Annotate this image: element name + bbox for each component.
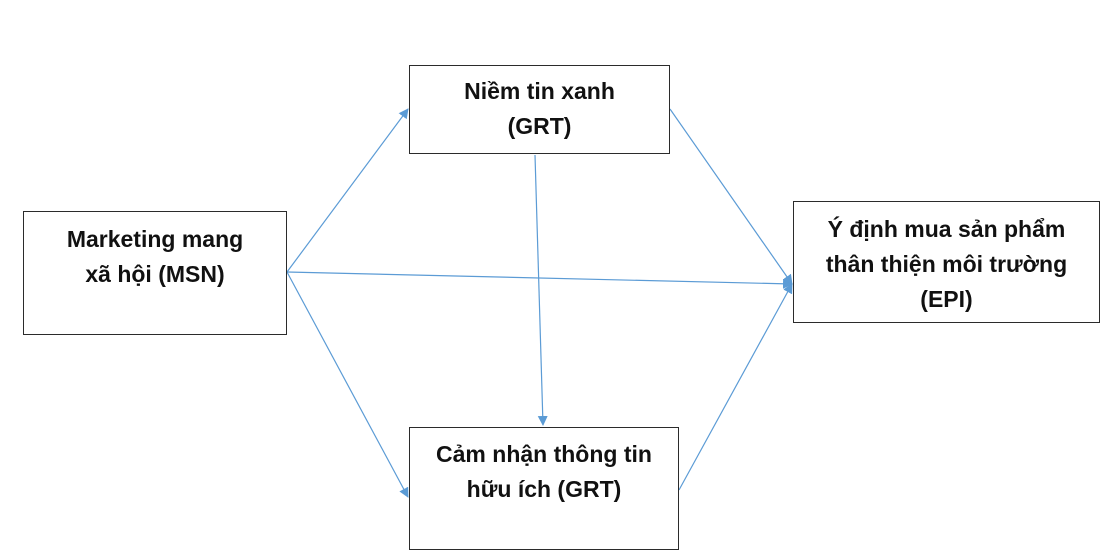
arrow-msn-to-epi: [286, 271, 793, 289]
node-grt-bottom-line1: Cảm nhận thông tin: [436, 441, 652, 467]
node-grt-bottom-line2: hữu ích (GRT): [466, 476, 622, 502]
arrow-grt-top-to-epi: [669, 108, 793, 285]
node-grt-top-line2: (GRT): [507, 113, 572, 139]
node-epi-line2: thân thiện môi trường: [825, 251, 1068, 277]
node-grt-top-line1: Niềm tin xanh: [464, 78, 615, 104]
arrow-msn-to-grt-bottom: [286, 271, 409, 498]
node-social-media-marketing: Marketing mang xã hội (MSN): [23, 211, 287, 335]
node-msn-line1: Marketing mang: [66, 226, 244, 252]
arrow-grt-top-to-grt-bottom: [534, 154, 548, 426]
arrow-grt-bottom-to-epi: [678, 283, 793, 491]
node-epi-line3: (EPI): [920, 286, 973, 312]
node-perceived-information-usefulness: Cảm nhận thông tin hữu ích (GRT): [409, 427, 679, 550]
node-epi-line1: Ý định mua sản phẩm: [827, 216, 1066, 242]
node-eco-purchase-intention: Ý định mua sản phẩm thân thiện môi trườn…: [793, 201, 1100, 323]
node-msn-line2: xã hội (MSN): [85, 261, 225, 287]
node-green-trust: Niềm tin xanh (GRT): [409, 65, 670, 154]
arrow-msn-to-grt-top: [286, 108, 409, 273]
